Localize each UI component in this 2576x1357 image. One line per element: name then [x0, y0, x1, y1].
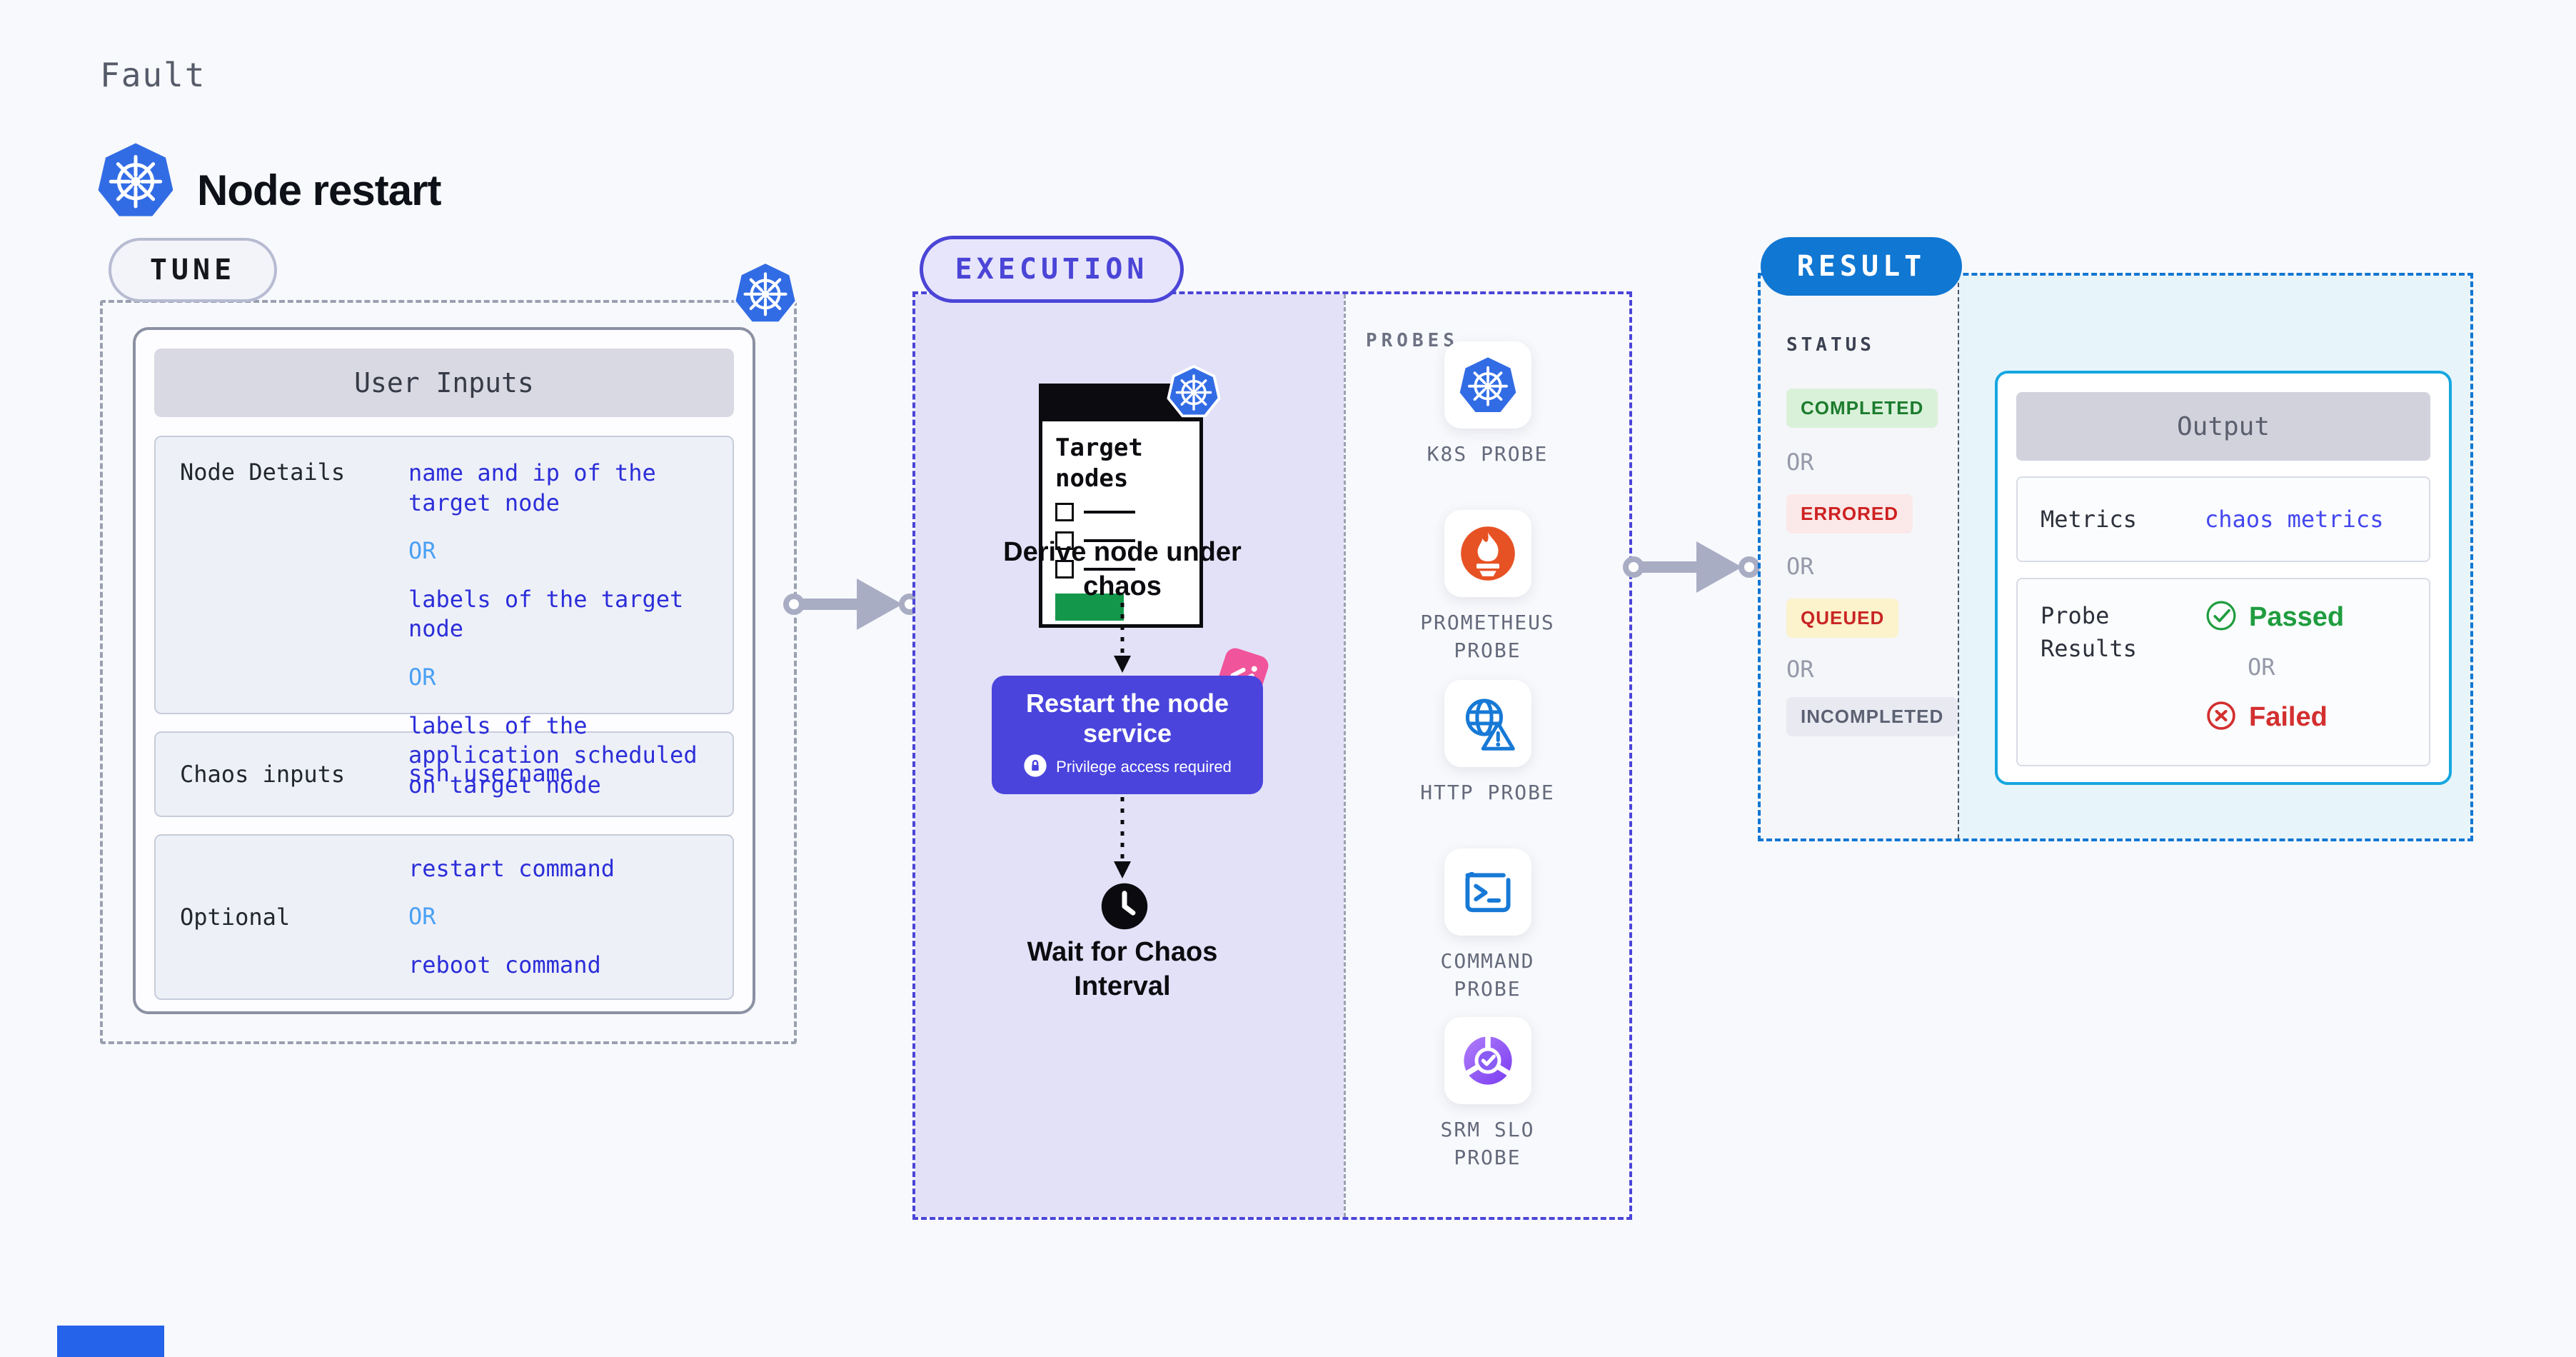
- failed-label: Failed: [2249, 701, 2328, 732]
- probe-item: PROMETHEUS PROBE: [1346, 510, 1629, 664]
- restart-node-service-step: Restart the node service Privilege acces…: [992, 676, 1263, 794]
- or-separator: OR: [1786, 656, 1814, 683]
- check-circle-icon: [2205, 599, 2238, 635]
- or-separator: OR: [2248, 654, 2275, 681]
- selection-highlight: [1055, 594, 1124, 621]
- tune-section: [100, 300, 797, 1044]
- probe-results-row: Probe Results Passed OR: [2016, 578, 2430, 766]
- page-title: Node restart: [197, 166, 441, 214]
- status-badge-completed: COMPLETED: [1786, 389, 1938, 428]
- status-badge-queued: QUEUED: [1786, 599, 1899, 638]
- output-card: Output Metrics chaos metrics Probe Resul…: [1995, 371, 2452, 785]
- checkbox-icon: [1055, 560, 1074, 579]
- probe-label: HTTP PROBE: [1420, 781, 1555, 804]
- target-card-title: Target nodes: [1055, 434, 1143, 493]
- status-badge-errored: ERRORED: [1786, 494, 1913, 534]
- status-panel: STATUS COMPLETED OR ERRORED OR QUEUED OR…: [1761, 276, 1958, 838]
- node-list-item: [1042, 498, 1199, 526]
- fault-eyebrow: Fault: [100, 56, 206, 94]
- list-line: [1084, 568, 1135, 571]
- kubernetes-icon: [1444, 341, 1531, 429]
- passed-result: Passed: [2205, 599, 2344, 635]
- probe-results-label: Probe Results: [2041, 602, 2137, 663]
- list-line: [1084, 511, 1135, 514]
- user-inputs-card: User Inputs Node Details name and ip of …: [133, 327, 755, 1014]
- probe-label: PROMETHEUS PROBE: [1420, 611, 1555, 663]
- slo-donut-check-icon: [1444, 1017, 1531, 1104]
- output-header: Output: [2016, 392, 2430, 461]
- or-separator: OR: [1786, 553, 1814, 580]
- row-value: reboot command: [408, 951, 601, 978]
- kubernetes-icon: [96, 140, 176, 224]
- execution-flow: Target nodes: [915, 294, 1344, 1217]
- row-label: Node Details: [180, 459, 346, 486]
- checkbox-icon: [1055, 531, 1074, 550]
- x-circle-icon: [2205, 699, 2238, 735]
- probe-item: K8S PROBE: [1346, 341, 1629, 468]
- metrics-label: Metrics: [2041, 505, 2137, 533]
- tune-badge: TUNE: [109, 238, 277, 302]
- probes-panel: PROBES K8S PROBE: [1344, 294, 1629, 1217]
- probe-label: COMMAND PROBE: [1440, 949, 1535, 1001]
- user-inputs-header: User Inputs: [154, 349, 734, 417]
- terminal-icon: [1444, 848, 1531, 936]
- probe-item: SRM SLO PROBE: [1346, 1017, 1629, 1171]
- kubernetes-icon: [1167, 364, 1221, 422]
- flow-arrow-execution-to-result: [1622, 529, 1762, 609]
- status-badge-incompleted: INCOMPLETED: [1786, 697, 1958, 736]
- row-label: Chaos inputs: [180, 761, 346, 788]
- table-row-chaos-inputs: Chaos inputs ssh username: [154, 731, 734, 817]
- probe-label: SRM SLO PROBE: [1440, 1118, 1535, 1170]
- flow-arrow-tune-to-execution: [783, 566, 922, 646]
- node-list-item: [1042, 526, 1199, 555]
- list-line: [1084, 539, 1135, 542]
- row-value: labels of the application scheduled on t…: [408, 711, 698, 798]
- probe-item: COMMAND PROBE: [1346, 848, 1629, 1003]
- execution-badge: EXECUTION: [920, 236, 1184, 303]
- wait-step-label: Wait for Chaos Interval: [1027, 937, 1218, 1001]
- bottom-accent-strip: [57, 1326, 164, 1357]
- derive-step-label: Derive node under chaos: [1003, 537, 1242, 601]
- lock-icon: [1023, 753, 1047, 781]
- metrics-value: chaos metrics: [2205, 506, 2384, 533]
- result-section: STATUS COMPLETED OR ERRORED OR QUEUED OR…: [1758, 273, 2473, 841]
- or-separator: OR: [1786, 449, 1814, 476]
- down-arrow-icon: [1110, 797, 1135, 883]
- table-row-optional: Optional restart command OR reboot comma…: [154, 834, 734, 1000]
- row-value: ssh username: [408, 760, 574, 788]
- or-separator: OR: [408, 537, 436, 565]
- failed-result: Failed: [2205, 699, 2344, 735]
- checkbox-icon: [1055, 503, 1074, 521]
- row-value: restart command: [408, 854, 615, 882]
- globe-alert-icon: [1444, 680, 1531, 767]
- output-panel: Output Metrics chaos metrics Probe Resul…: [1958, 276, 2470, 838]
- passed-label: Passed: [2249, 601, 2345, 632]
- result-badge: RESULT: [1761, 237, 1962, 296]
- node-list-item: [1042, 555, 1199, 584]
- privilege-note-text: Privilege access required: [1056, 758, 1232, 776]
- row-label: Optional: [180, 903, 291, 931]
- row-value: labels of the target node: [408, 585, 684, 643]
- probe-item: HTTP PROBE: [1346, 680, 1629, 806]
- status-heading: STATUS: [1786, 334, 1875, 356]
- or-separator: OR: [408, 903, 436, 931]
- metrics-row: Metrics chaos metrics: [2016, 476, 2430, 562]
- prometheus-icon: [1444, 510, 1531, 597]
- kubernetes-icon: [733, 260, 798, 329]
- execution-section: Target nodes: [912, 291, 1632, 1220]
- down-arrow-icon: [1110, 603, 1135, 678]
- or-separator: OR: [408, 663, 436, 691]
- restart-step-label: Restart the node service: [1025, 688, 1229, 748]
- privilege-note: Privilege access required: [1023, 753, 1232, 781]
- row-value: name and ip of the target node: [408, 459, 656, 516]
- table-row-node-details: Node Details name and ip of the target n…: [154, 436, 734, 798]
- probes-heading: PROBES: [1366, 330, 1459, 351]
- probe-label: K8S PROBE: [1427, 442, 1549, 466]
- clock-icon: [1100, 881, 1149, 935]
